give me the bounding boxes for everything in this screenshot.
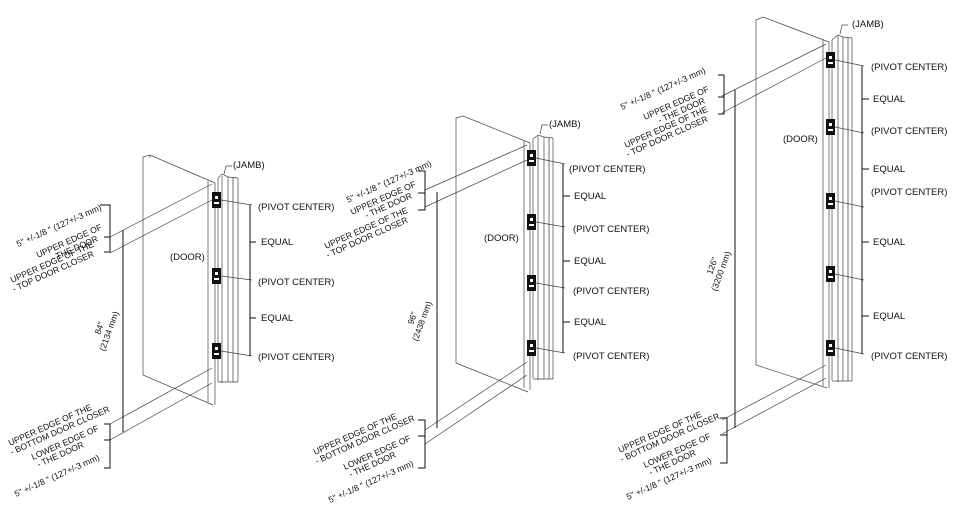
- equal-label: EQUAL: [574, 256, 606, 267]
- pivot-center-label: (PIVOT CENTER): [573, 224, 649, 235]
- pivot-center-label: (PIVOT CENTER): [871, 126, 947, 137]
- pivot-hinge-icon: [527, 340, 536, 356]
- pivot-center-label: (PIVOT CENTER): [258, 202, 334, 213]
- equal-label: EQUAL: [873, 94, 905, 105]
- height-inches-label: 84": [92, 320, 106, 335]
- door-assembly-96: (JAMB) (DOOR) (PIVOT CENTER) (PIVOT CENT…: [312, 115, 649, 505]
- jamb-label: (JAMB): [549, 119, 581, 130]
- door-panel: [455, 115, 531, 363]
- equal-label: EQUAL: [873, 164, 905, 175]
- door-panel: [142, 154, 216, 375]
- jamb-leader: [539, 124, 548, 135]
- pivot-center-label: (PIVOT CENTER): [871, 351, 947, 362]
- door-panel: [755, 16, 830, 365]
- door-panel-bottom: [455, 362, 529, 393]
- door-panel-bottom: [755, 364, 828, 389]
- jamb: [532, 134, 554, 380]
- pivot-hinge-icon: [527, 214, 536, 230]
- pivot-hinge-icon: [826, 52, 835, 68]
- pivot-hinge-icon: [826, 340, 835, 356]
- height-inches-label: 96": [405, 310, 419, 325]
- jamb-label: (JAMB): [233, 160, 265, 171]
- pivot-hinge-icon: [826, 266, 835, 282]
- pivot-center-label: (PIVOT CENTER): [871, 187, 947, 198]
- pivot-center-label: (PIVOT CENTER): [258, 277, 334, 288]
- pivot-hinge-icon: [826, 193, 835, 209]
- equal-label: EQUAL: [261, 237, 293, 248]
- equal-label: EQUAL: [574, 191, 606, 202]
- jamb-label: (JAMB): [852, 19, 884, 30]
- pivot-hinge-icon: [212, 268, 221, 284]
- pivot-center-label: (PIVOT CENTER): [569, 164, 645, 175]
- pivot-center-label: (PIVOT CENTER): [871, 62, 947, 73]
- pivot-hinge-icon: [527, 150, 536, 166]
- door-assembly-126: (JAMB) (DOOR) (PIVOT CENTER) (PIVOT CENT…: [617, 16, 947, 502]
- pivot-center-label: (PIVOT CENTER): [573, 286, 649, 297]
- equal-label: EQUAL: [574, 317, 606, 328]
- pivot-hinge-icon: [212, 343, 221, 359]
- door-label: (DOOR): [783, 134, 818, 145]
- door-label: (DOOR): [484, 233, 519, 244]
- equal-label: EQUAL: [261, 313, 293, 324]
- pivot-hinge-icon: [212, 192, 221, 208]
- jamb-leader: [223, 165, 232, 175]
- pivot-hinge-icon: [826, 119, 835, 135]
- pivot-center-label: (PIVOT CENTER): [573, 351, 649, 362]
- pivot-hinge-icon: [527, 275, 536, 291]
- pivot-center-label: (PIVOT CENTER): [258, 352, 334, 363]
- door-assembly-84: (JAMB) (DOOR) (PIVOT CENTER) (PIVOT CENT…: [7, 154, 334, 499]
- jamb: [831, 34, 853, 382]
- equal-label: EQUAL: [873, 237, 905, 248]
- door-label: (DOOR): [170, 252, 205, 263]
- equal-label: EQUAL: [873, 311, 905, 322]
- door-panel-bottom: [142, 374, 214, 406]
- jamb-leader: [839, 24, 848, 35]
